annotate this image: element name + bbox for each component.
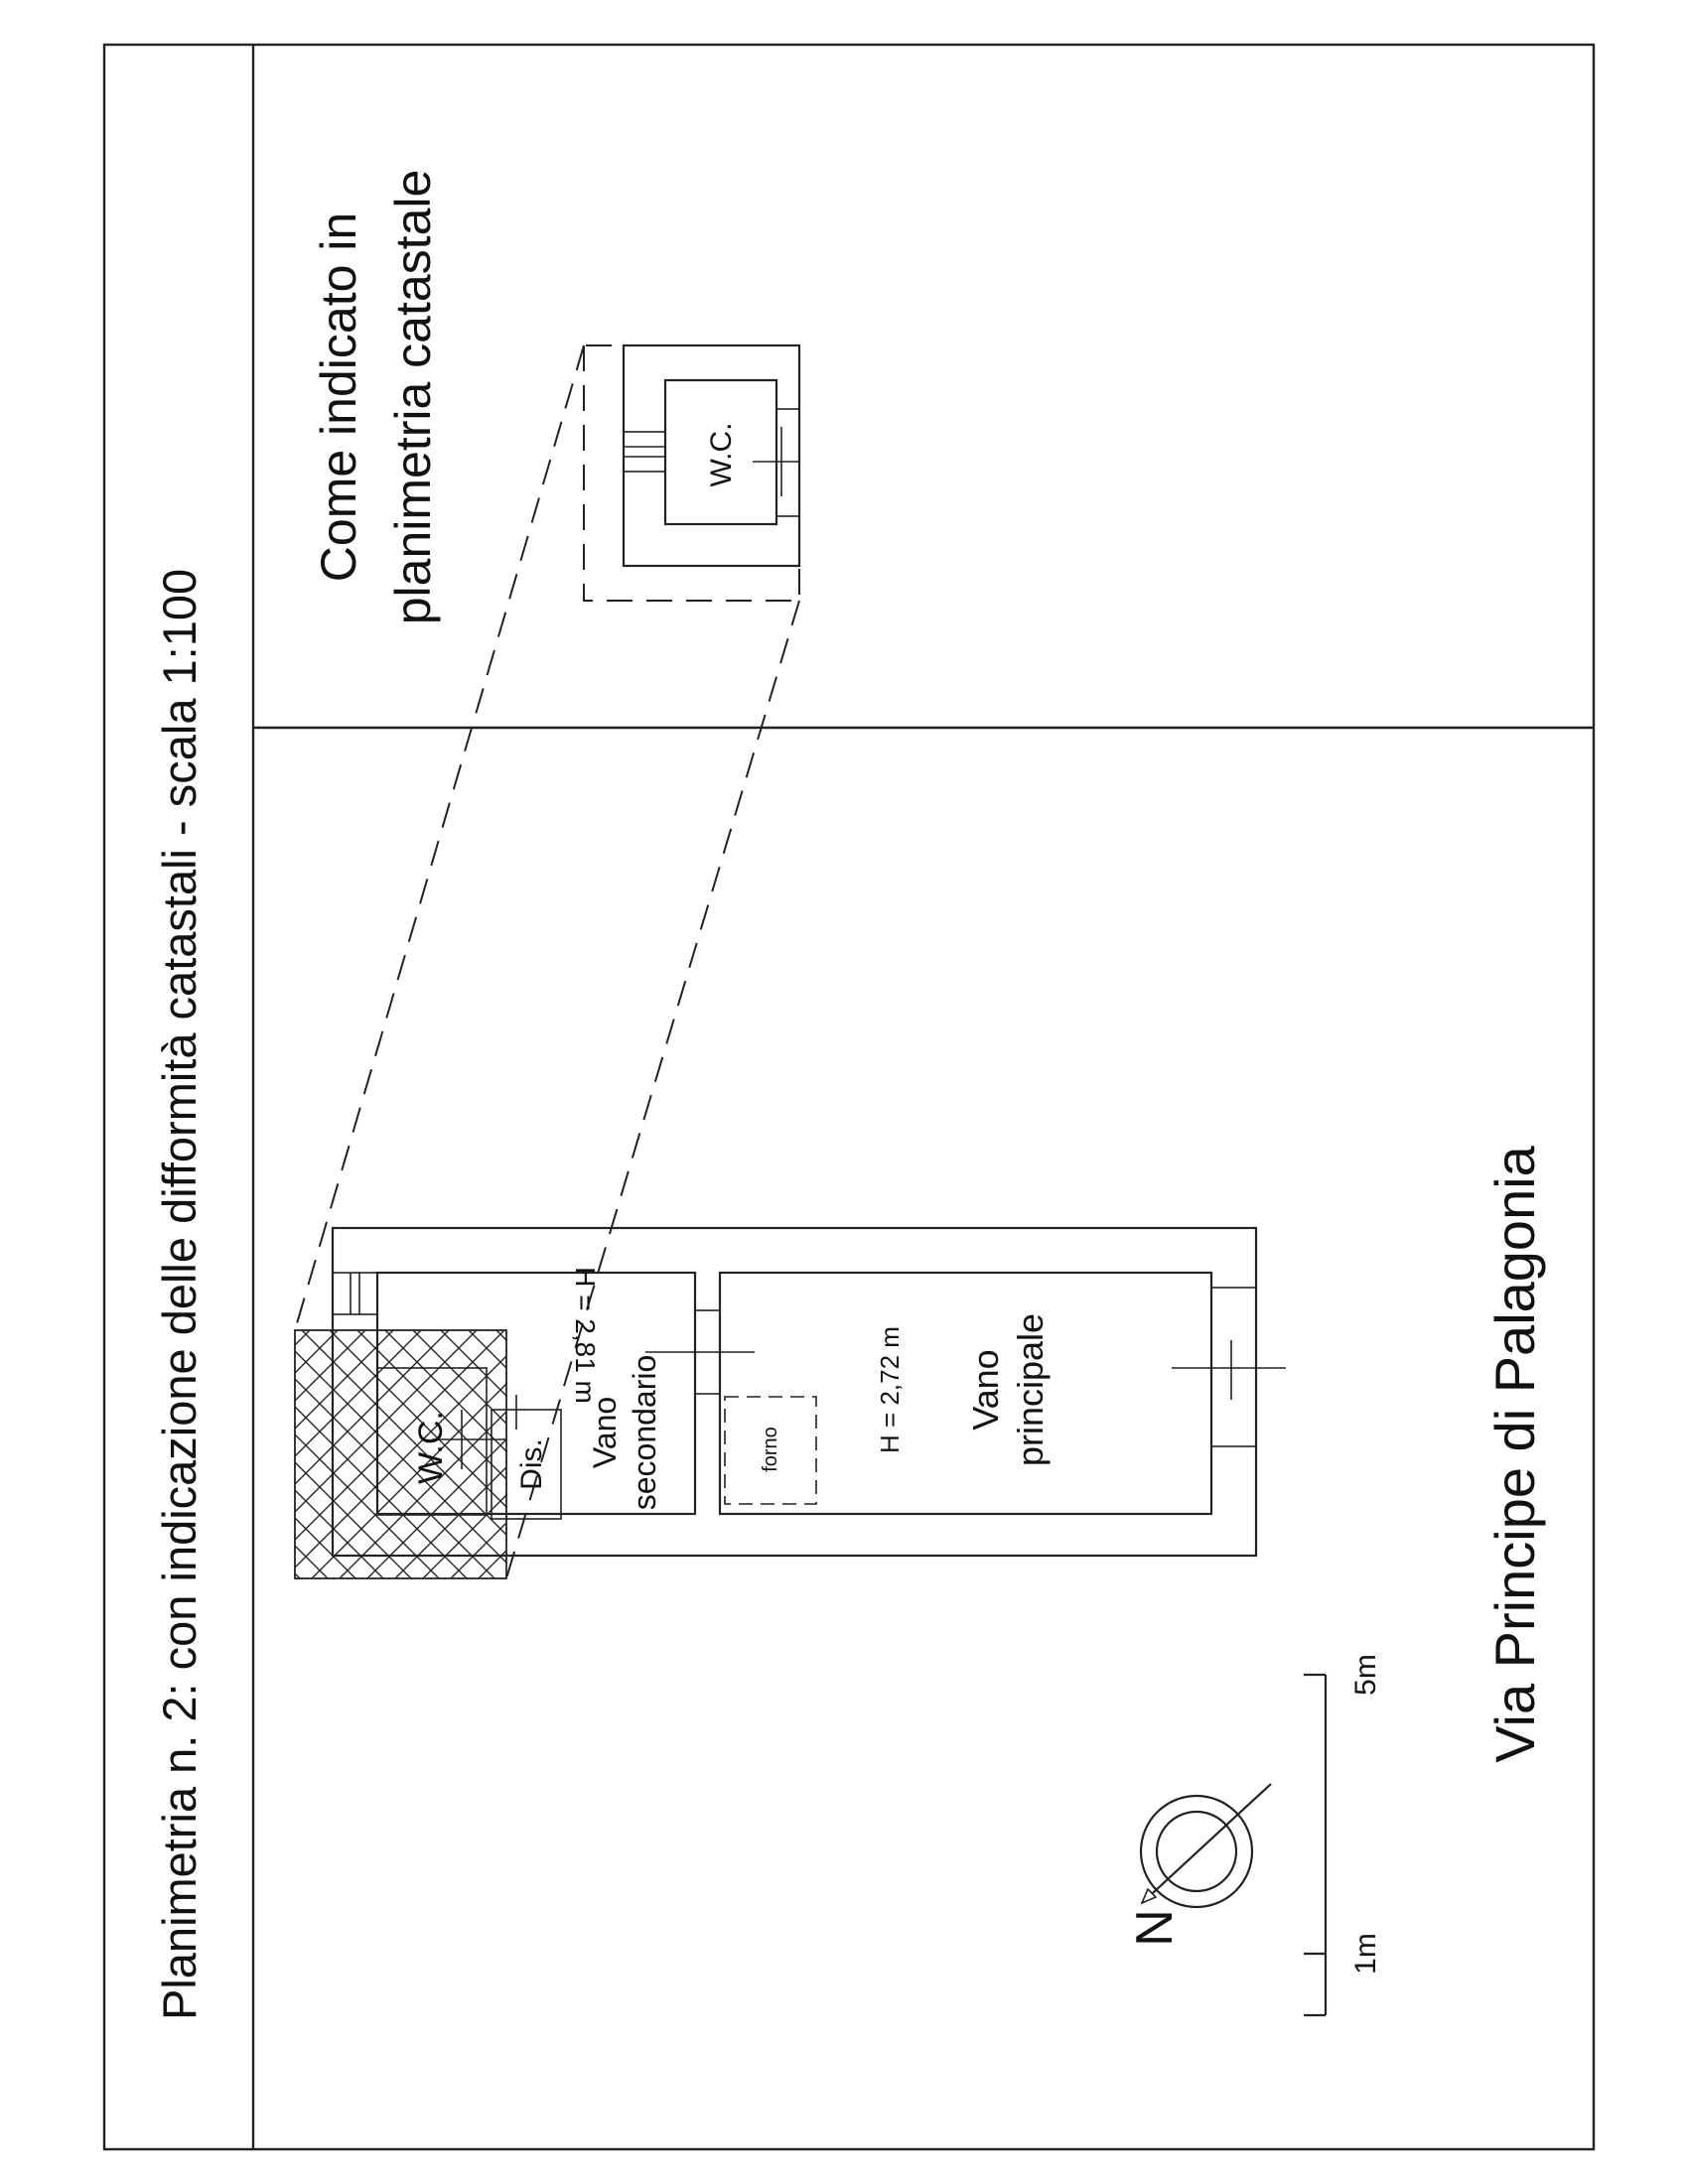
vano-secondario-label-2: secondario: [627, 1355, 662, 1511]
vano-secondario-label-1: Vano: [587, 1397, 623, 1468]
north-arrow: N: [1126, 1783, 1272, 1947]
north-needle: [1141, 1783, 1272, 1904]
north-arrowhead-icon: [1140, 1887, 1158, 1905]
street-name: Via Principe di Palagonia: [1483, 1145, 1546, 1762]
cadastral-detail: W.C.: [583, 343, 801, 602]
north-label: N: [1126, 1909, 1184, 1947]
cadastral-note-line1: Come indicato in: [311, 212, 366, 582]
sheet-frame: [102, 43, 1596, 2151]
forno-outline: [724, 1396, 817, 1505]
floor-plan: W.C. Dis. Vano secondario Vano principal…: [294, 1226, 1286, 1579]
height-main-label: H = 2,72 m: [875, 1326, 905, 1453]
cadastral-note-line2: planimetria catastale: [385, 170, 441, 625]
north-inner-circle: [1155, 1810, 1238, 1893]
wc-label: W.C.: [412, 1411, 450, 1484]
detail-dashed-outline: [583, 344, 800, 602]
scale-bar: 1m 5m: [1304, 1654, 1382, 2017]
outer-border: [102, 43, 1596, 2151]
detail-wc-label: W.C.: [705, 423, 738, 487]
height-secondary-label: H = 2,81 m: [570, 1267, 601, 1404]
window-secondary: [332, 1272, 378, 1315]
scale-label-start: 1m: [1349, 1933, 1382, 1975]
detail-window: [623, 431, 666, 473]
vano-principale-label-1: Vano: [965, 1349, 1006, 1430]
forno-label: forno: [760, 1427, 781, 1472]
vano-principale-label-2: principale: [1010, 1313, 1051, 1466]
detail-door-opening: [775, 408, 800, 517]
cadastral-note: Come indicato in planimetria catastale: [311, 170, 441, 625]
drawing-title: Planimetria n. 2: con indicazione delle …: [153, 569, 206, 2020]
north-outer-circle: [1139, 1794, 1254, 1909]
difformita-hatch: [294, 1329, 507, 1579]
dis-label: Dis.: [515, 1438, 548, 1490]
wc-room: [376, 1367, 488, 1516]
leader-lines: [294, 344, 800, 1579]
entrance-door: [1210, 1287, 1257, 1447]
scale-label-end: 5m: [1349, 1654, 1382, 1696]
